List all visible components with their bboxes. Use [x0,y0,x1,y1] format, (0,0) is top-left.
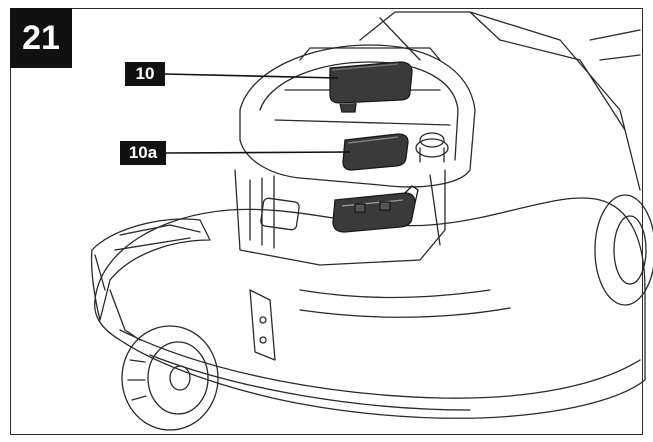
air-filter-cover-10 [329,61,413,113]
front-bumper [90,218,211,321]
fuel-cap [415,138,449,158]
handle-frame [359,11,501,41]
air-filter-element-10a [342,133,409,171]
figure-number: 21 [10,8,72,68]
air-filter-housing [332,185,419,233]
leader-line-10a [165,151,351,154]
front-wheel [121,325,219,431]
engine-block [234,169,446,266]
engine-hood [239,44,476,188]
figure-frame [10,8,643,435]
leader-line-10 [164,73,339,79]
callout-label-10: 10 [125,62,165,86]
callout-label-10a: 10a [120,141,166,165]
rear-wheel [594,194,653,306]
oil-cap [260,197,300,231]
mower-deck [94,197,646,419]
